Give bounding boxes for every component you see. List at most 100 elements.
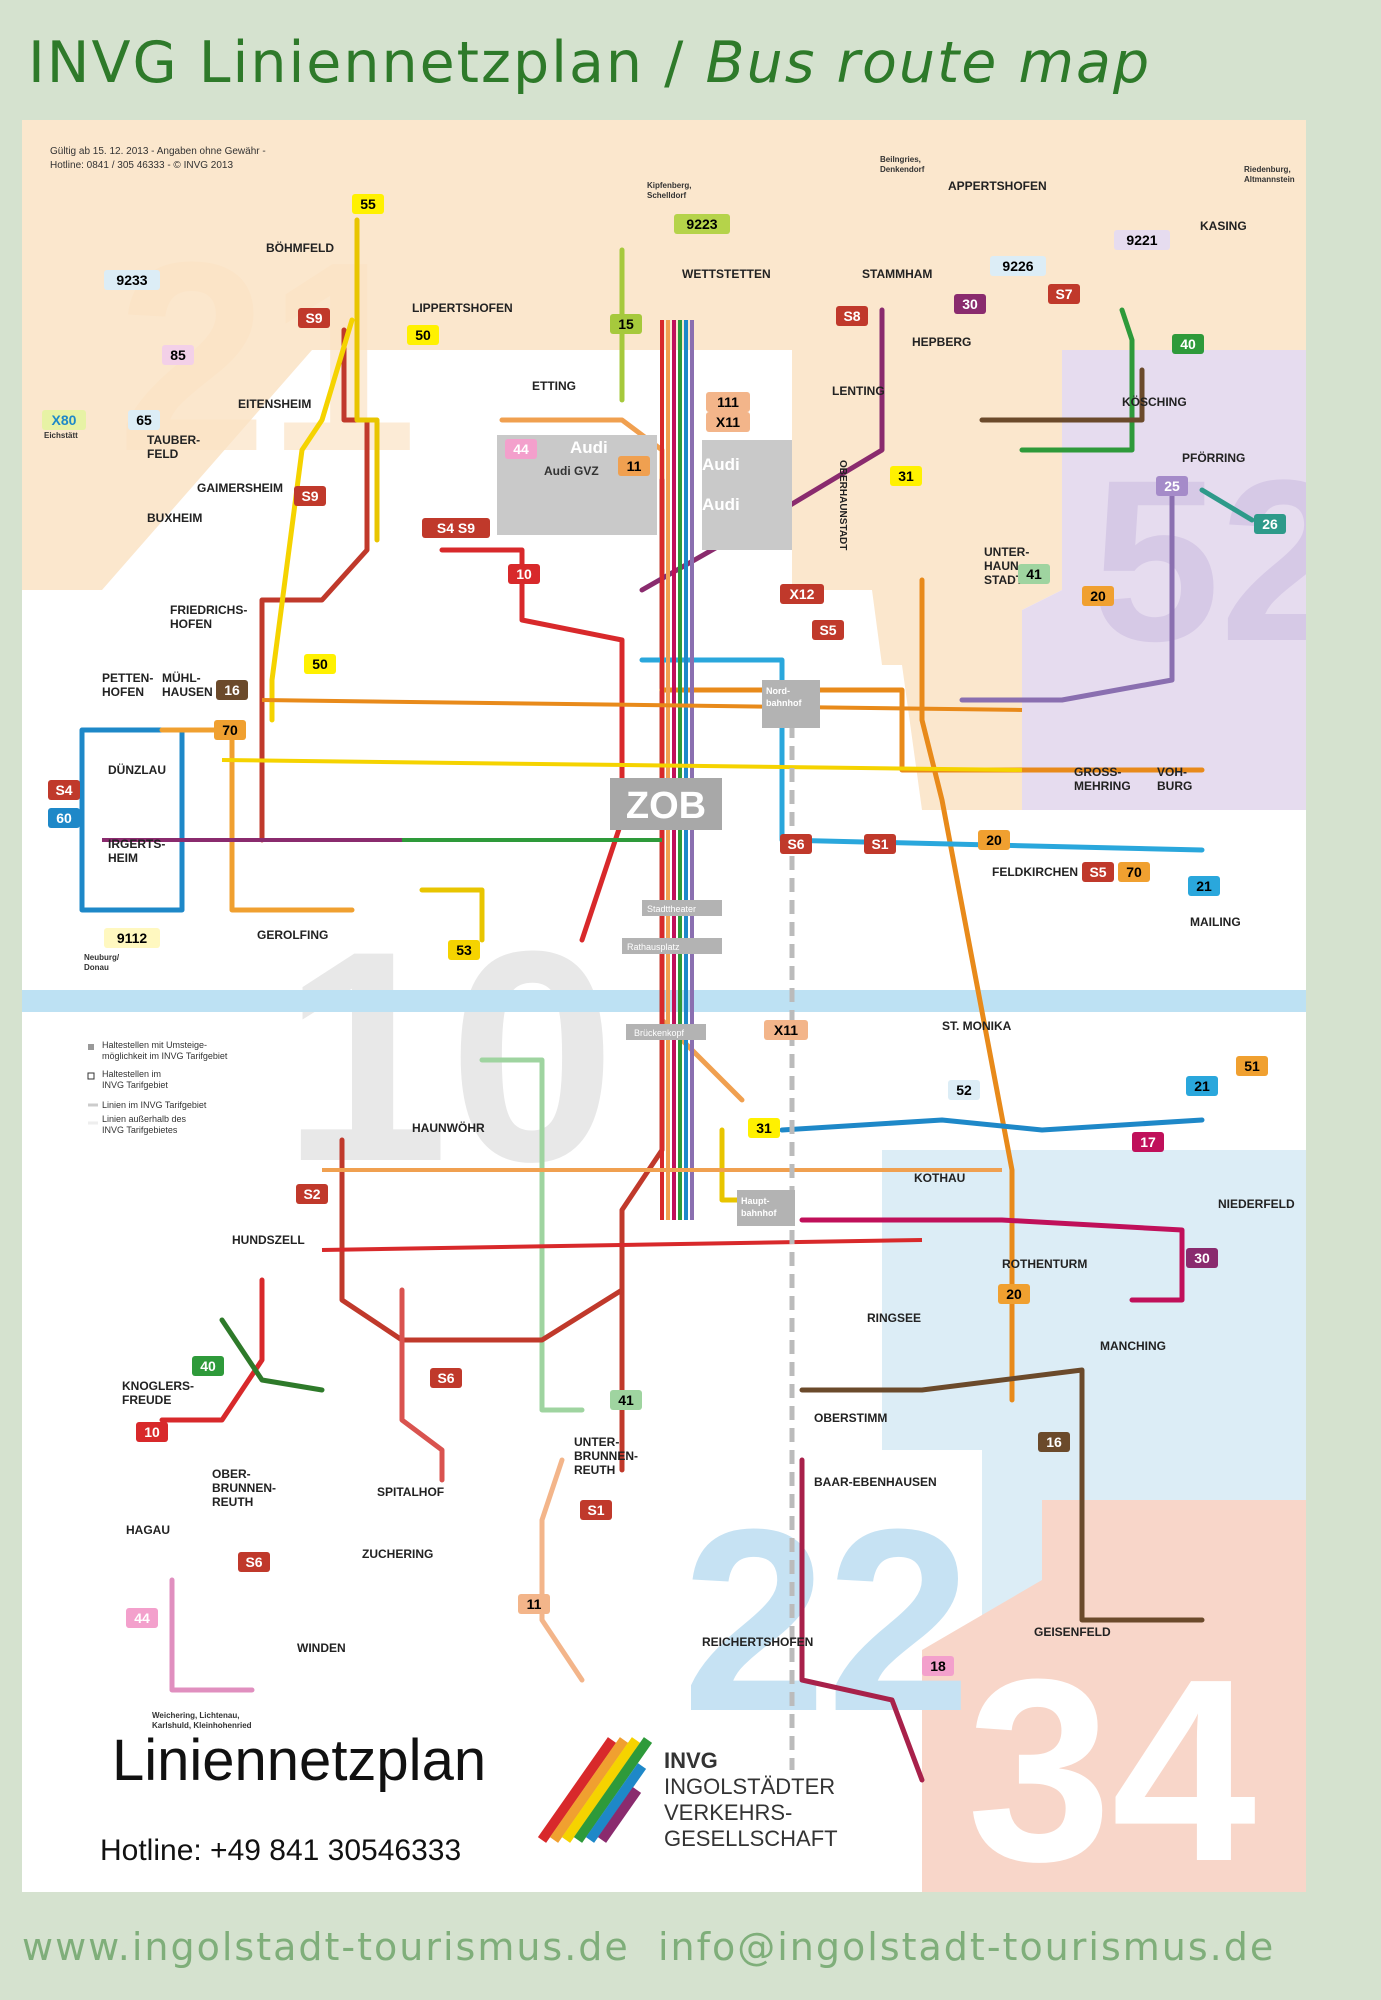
- footer-web-link[interactable]: www.ingolstadt-tourismus.de: [22, 1925, 630, 1969]
- badge-box: [298, 308, 330, 328]
- line-s9: [259, 327, 370, 843]
- badge-box: [922, 1656, 954, 1676]
- badge-box: [1132, 1132, 1164, 1152]
- badge-number: 111: [717, 394, 739, 410]
- badge-box: [48, 808, 80, 828]
- route-badge-10a: 10: [508, 564, 540, 584]
- badge-number: 9223: [686, 216, 717, 232]
- line-11-south: [539, 1457, 585, 1683]
- badge-number: 51: [1244, 1058, 1260, 1074]
- route-badge-s4: S4: [48, 780, 80, 800]
- line-10-south: [159, 1277, 265, 1423]
- route-badge-16a: 16: [216, 680, 248, 700]
- place-kasing: KASING: [1200, 219, 1247, 233]
- badge-box: [978, 830, 1010, 850]
- route-badge-20c: 20: [998, 1284, 1030, 1304]
- route-badge-s9b: S9: [294, 486, 326, 506]
- place-knoglersfreude-2: FREUDE: [122, 1393, 171, 1407]
- brand-line-4: GESELLSCHAFT: [664, 1826, 838, 1851]
- place-haunwoehr: HAUNWÖHR: [412, 1120, 485, 1135]
- badge-number: 53: [456, 942, 472, 958]
- place-hepberg: HEPBERG: [912, 335, 971, 349]
- place-feldkirchen: FELDKIRCHEN: [992, 865, 1078, 879]
- badge-number: 20: [1006, 1286, 1022, 1302]
- badge-number: 16: [224, 682, 240, 698]
- badge-number: 44: [513, 441, 529, 457]
- badge-number: 16: [1046, 1434, 1062, 1450]
- route-badge-41b: 41: [610, 1390, 642, 1410]
- badge-box: [448, 940, 480, 960]
- route-map: 21 10 52 22 34: [22, 120, 1306, 1892]
- page-title-english: Bus route map: [705, 30, 1152, 96]
- badge-box: [890, 466, 922, 486]
- badge-box: [518, 1594, 550, 1614]
- cross-line-a: [221, 758, 1023, 772]
- route-badge-30a: 30: [954, 294, 986, 314]
- badge-number: S7: [1055, 286, 1072, 302]
- route-badge-85: 85: [162, 345, 194, 365]
- route-badge-65: 65: [128, 410, 160, 430]
- place-mailing: MAILING: [1190, 915, 1241, 929]
- line-10: [439, 547, 625, 943]
- route-badge-16b: 16: [1038, 1432, 1070, 1452]
- route-badge-111: 111: [706, 392, 750, 412]
- badge-number: 26: [1262, 516, 1278, 532]
- place-lenting: LENTING: [832, 384, 885, 398]
- place-lippertshofen: LIPPERTSHOFEN: [412, 301, 513, 315]
- badge-number: S1: [871, 836, 888, 852]
- badge-box: [407, 325, 439, 345]
- badge-box: [618, 456, 650, 476]
- badge-box: [304, 654, 336, 674]
- badge-number: 65: [136, 412, 152, 428]
- hauptbahnhof-label-2: bahnhof: [741, 1208, 777, 1218]
- route-badge-10b: 10: [136, 1422, 168, 1442]
- place-eichstaett: Eichstätt: [44, 431, 78, 440]
- badge-box: [104, 928, 160, 948]
- badge-number: 50: [312, 656, 328, 672]
- route-badge-53: 53: [448, 940, 480, 960]
- nordbahnhof-label-2: bahnhof: [766, 698, 802, 708]
- badge-box: [1254, 514, 1286, 534]
- badge-number: 55: [360, 196, 376, 212]
- badge-box: [1156, 476, 1188, 496]
- logo-stripe-red: [537, 1737, 617, 1843]
- route-badge-70b: 70: [1118, 862, 1150, 882]
- badge-number: 44: [134, 1610, 150, 1626]
- place-zuchering: ZUCHERING: [362, 1547, 433, 1561]
- logo-stripe-green: [573, 1737, 653, 1843]
- line-40: [1019, 307, 1135, 453]
- nordbahnhof-box: [762, 680, 820, 728]
- place-beilngries-2: Denkendorf: [880, 165, 925, 174]
- place-weichering-2: Karlshuld, Kleinhohenried: [152, 1721, 252, 1730]
- badge-number: 9112: [117, 930, 148, 946]
- footer-email-link[interactable]: info@ingolstadt-tourismus.de: [657, 1925, 1276, 1969]
- badge-box: [1236, 1056, 1268, 1076]
- badge-number: 60: [56, 810, 72, 826]
- place-irgertsheim-2: HEIM: [108, 851, 138, 865]
- route-badge-9112: 9112: [104, 928, 160, 948]
- place-grossmehring: GROSS-: [1074, 765, 1121, 779]
- place-rothenturm: ROTHENTURM: [1002, 1257, 1087, 1271]
- place-unterhaunstadt-3: STADT: [984, 573, 1024, 587]
- place-stmonika: ST. MONIKA: [942, 1019, 1012, 1033]
- badge-box: [1038, 1432, 1070, 1452]
- badge-number: S8: [843, 308, 860, 324]
- badge-box: [780, 834, 812, 854]
- badge-box: [1118, 862, 1150, 882]
- place-gaimersheim: GAIMERSHEIM: [197, 481, 283, 495]
- place-niederfeld: NIEDERFELD: [1218, 1197, 1295, 1211]
- badge-number: 30: [1194, 1250, 1210, 1266]
- badge-number: 50: [415, 327, 431, 343]
- place-geisenfeld: GEISENFELD: [1034, 1625, 1111, 1639]
- line-s1: [619, 477, 665, 1473]
- place-reichertshofen: REICHERTSHOFEN: [702, 1635, 813, 1649]
- badge-number: 9233: [116, 272, 147, 288]
- legend-stop-line1: Haltestellen im: [102, 1069, 161, 1079]
- route-badge-s6b: S6: [430, 1368, 462, 1388]
- badge-box: [706, 412, 750, 432]
- badge-box: [948, 1080, 980, 1100]
- route-badge-51: 51: [1236, 1056, 1268, 1076]
- route-badge-15: 15: [610, 314, 642, 334]
- badge-box: [610, 314, 642, 334]
- place-spitalhof: SPITALHOF: [377, 1485, 444, 1499]
